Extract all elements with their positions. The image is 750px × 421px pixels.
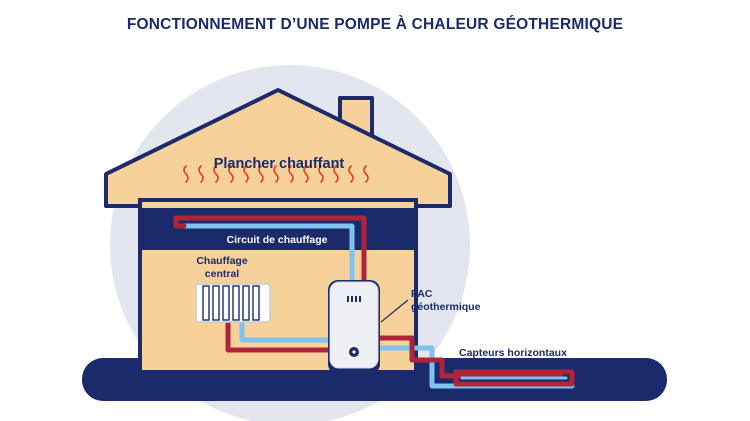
horizontal-collectors-label: Capteurs horizontaux bbox=[459, 347, 567, 359]
pac-leader-line bbox=[380, 299, 409, 323]
heat-pump-label-line2: géothermique bbox=[411, 301, 481, 313]
heating-circuit-label: Circuit de chauffage bbox=[227, 234, 328, 246]
radiator bbox=[195, 283, 271, 323]
heating-circuit-band bbox=[140, 208, 416, 250]
floor-heating-label: Plancher chauffant bbox=[214, 156, 345, 172]
diagram-title: FONCTIONNEMENT D’UNE POMPE À CHALEUR GÉO… bbox=[126, 16, 624, 33]
horizontal-collector-coil bbox=[453, 369, 575, 387]
central-heating-label-line2: central bbox=[205, 268, 240, 280]
central-heating-label-line1: Chauffage bbox=[196, 255, 247, 267]
vent-icon bbox=[347, 296, 361, 302]
heat-waves bbox=[183, 165, 369, 183]
heat-pump-label-line1: PAC bbox=[411, 288, 433, 300]
heat-pump-unit bbox=[328, 280, 380, 374]
house-roof bbox=[104, 88, 452, 208]
hot-pipes bbox=[173, 215, 563, 379]
